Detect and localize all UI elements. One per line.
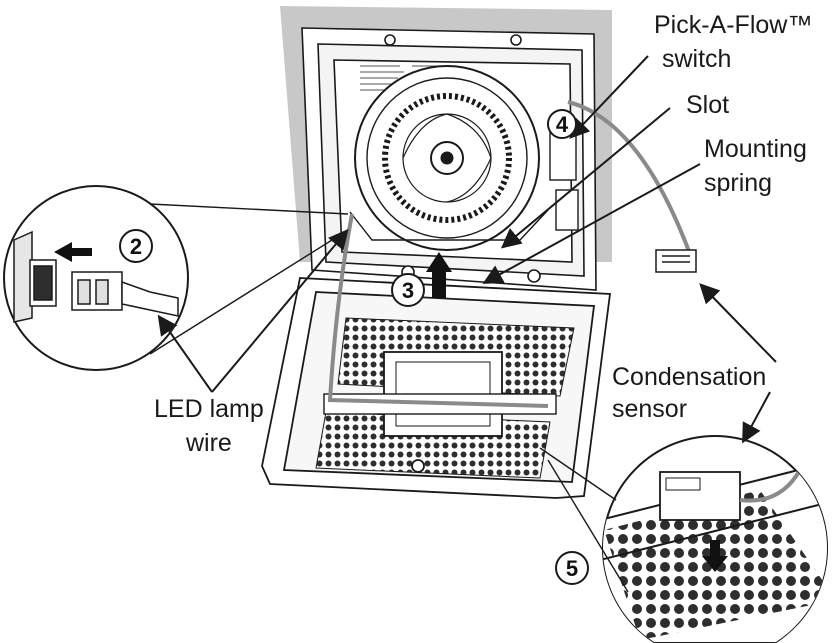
svg-text:5: 5 [566, 556, 578, 581]
condensation-leader-up [699, 283, 777, 363]
condensation-sensor [655, 249, 697, 273]
step-badge-5: 5 [555, 551, 589, 585]
svg-text:3: 3 [402, 278, 414, 303]
step-3-arrow [426, 252, 452, 298]
step-badge-4: 4 [547, 109, 577, 139]
pick-a-flow-leader [569, 55, 649, 139]
mounting-spring-leader [482, 163, 701, 284]
pick-a-flow-label-line2: switch [662, 45, 732, 73]
inset-sensor-clip [539, 435, 828, 643]
step-badge-3: 3 [391, 273, 425, 307]
leader-lines [157, 55, 777, 444]
slot-label: Slot [686, 91, 730, 119]
grille-panel [261, 277, 612, 499]
led-lamp-wire-label-line2: wire [186, 429, 232, 457]
led-wire-leader-2 [211, 228, 349, 393]
condensation-sensor-label-line1: Condensation [612, 363, 767, 391]
led-wire-leader-1 [157, 314, 213, 393]
pick-a-flow-label-line1: Pick-A-Flow™ [654, 11, 813, 39]
step-badge-2: 2 [119, 229, 153, 263]
condensation-sensor-wire [567, 100, 692, 255]
mounting-spring-label-line1: Mounting [704, 135, 807, 163]
mounting-spring-label-line2: spring [704, 169, 773, 197]
blower-wheel [354, 65, 540, 251]
svg-text:2: 2 [130, 234, 142, 259]
led-lamp-wire-label-line1: LED lamp [154, 395, 264, 423]
condensation-sensor-label-line2: sensor [612, 395, 688, 423]
slot-leader [500, 107, 671, 249]
condensation-leader-down [742, 391, 771, 444]
svg-text:4: 4 [556, 112, 569, 137]
